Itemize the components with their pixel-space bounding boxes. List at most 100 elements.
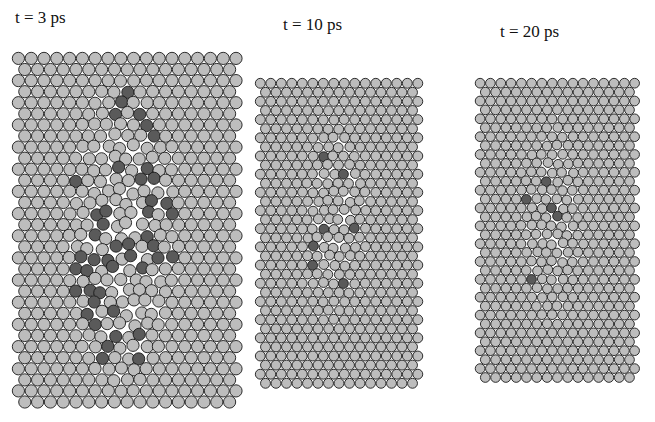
atom (57, 241, 69, 253)
atom (125, 250, 137, 262)
atom (266, 169, 276, 179)
atom (185, 285, 197, 297)
atom (255, 369, 265, 379)
atom (297, 278, 307, 288)
atom (547, 168, 557, 178)
atom (89, 52, 101, 64)
atom (604, 87, 614, 97)
atom (408, 178, 418, 188)
atom (192, 52, 204, 64)
atom (224, 263, 236, 275)
atom (625, 141, 635, 151)
atom (166, 341, 178, 353)
atom (339, 115, 349, 125)
atom (287, 315, 297, 325)
atom (381, 315, 391, 325)
atom (350, 96, 360, 106)
atom (31, 108, 43, 120)
atom (319, 169, 329, 179)
atom (323, 288, 333, 298)
atom (562, 213, 572, 223)
atom (537, 114, 547, 124)
atom (297, 96, 307, 106)
atom (614, 230, 624, 240)
atom (211, 241, 223, 253)
atom (276, 224, 286, 234)
atom (594, 141, 604, 151)
atom (255, 187, 265, 197)
atom (224, 86, 236, 98)
atom (537, 185, 547, 195)
atom (224, 374, 236, 386)
atom (160, 352, 172, 364)
atom (542, 105, 552, 115)
atom (625, 373, 635, 383)
atom (312, 232, 322, 242)
atom (204, 163, 216, 175)
atom (148, 130, 160, 142)
atom (402, 260, 412, 270)
atom (604, 212, 614, 222)
atom (630, 364, 640, 374)
atom (496, 239, 506, 249)
atom (51, 363, 63, 375)
atom (589, 78, 599, 88)
atom (198, 174, 210, 186)
atom (323, 232, 333, 242)
atom (297, 115, 307, 125)
atom (266, 115, 276, 125)
atom (329, 78, 339, 88)
atom (413, 133, 423, 143)
atom (211, 352, 223, 364)
atom (166, 97, 178, 109)
atom (70, 108, 82, 120)
atom (630, 221, 640, 231)
atom (537, 132, 547, 142)
atom (297, 351, 307, 361)
atom (583, 283, 593, 293)
atom (96, 396, 108, 408)
atom (517, 150, 527, 160)
atom (141, 341, 153, 353)
atom (282, 233, 292, 243)
atom (496, 78, 506, 88)
atom (573, 355, 583, 365)
atom (506, 96, 516, 106)
atom (128, 294, 140, 306)
atom (392, 187, 402, 197)
atom (192, 274, 204, 286)
atom (83, 329, 95, 341)
atom (630, 185, 640, 195)
atom (76, 340, 88, 352)
atom (172, 307, 184, 319)
atom (604, 355, 614, 365)
atom (134, 86, 146, 98)
atom (287, 278, 297, 288)
atom (172, 63, 184, 75)
atom (397, 378, 407, 388)
atom (204, 341, 216, 353)
atom (402, 151, 412, 161)
atom (371, 351, 381, 361)
atom (70, 285, 82, 297)
atom (261, 197, 271, 207)
atom (516, 221, 526, 231)
atom (552, 194, 562, 204)
atom (153, 97, 165, 109)
atom (589, 150, 599, 160)
atom (153, 119, 165, 131)
atom (578, 78, 588, 88)
atom (51, 274, 63, 286)
atom (19, 241, 31, 253)
atom (486, 167, 496, 177)
atom (287, 96, 297, 106)
atom (339, 204, 349, 214)
atom (475, 203, 485, 213)
atom (371, 133, 381, 143)
atom (261, 142, 271, 152)
atom (185, 241, 197, 253)
atom (614, 248, 624, 258)
atom (408, 342, 418, 352)
atom (381, 297, 391, 307)
atom (266, 351, 276, 361)
